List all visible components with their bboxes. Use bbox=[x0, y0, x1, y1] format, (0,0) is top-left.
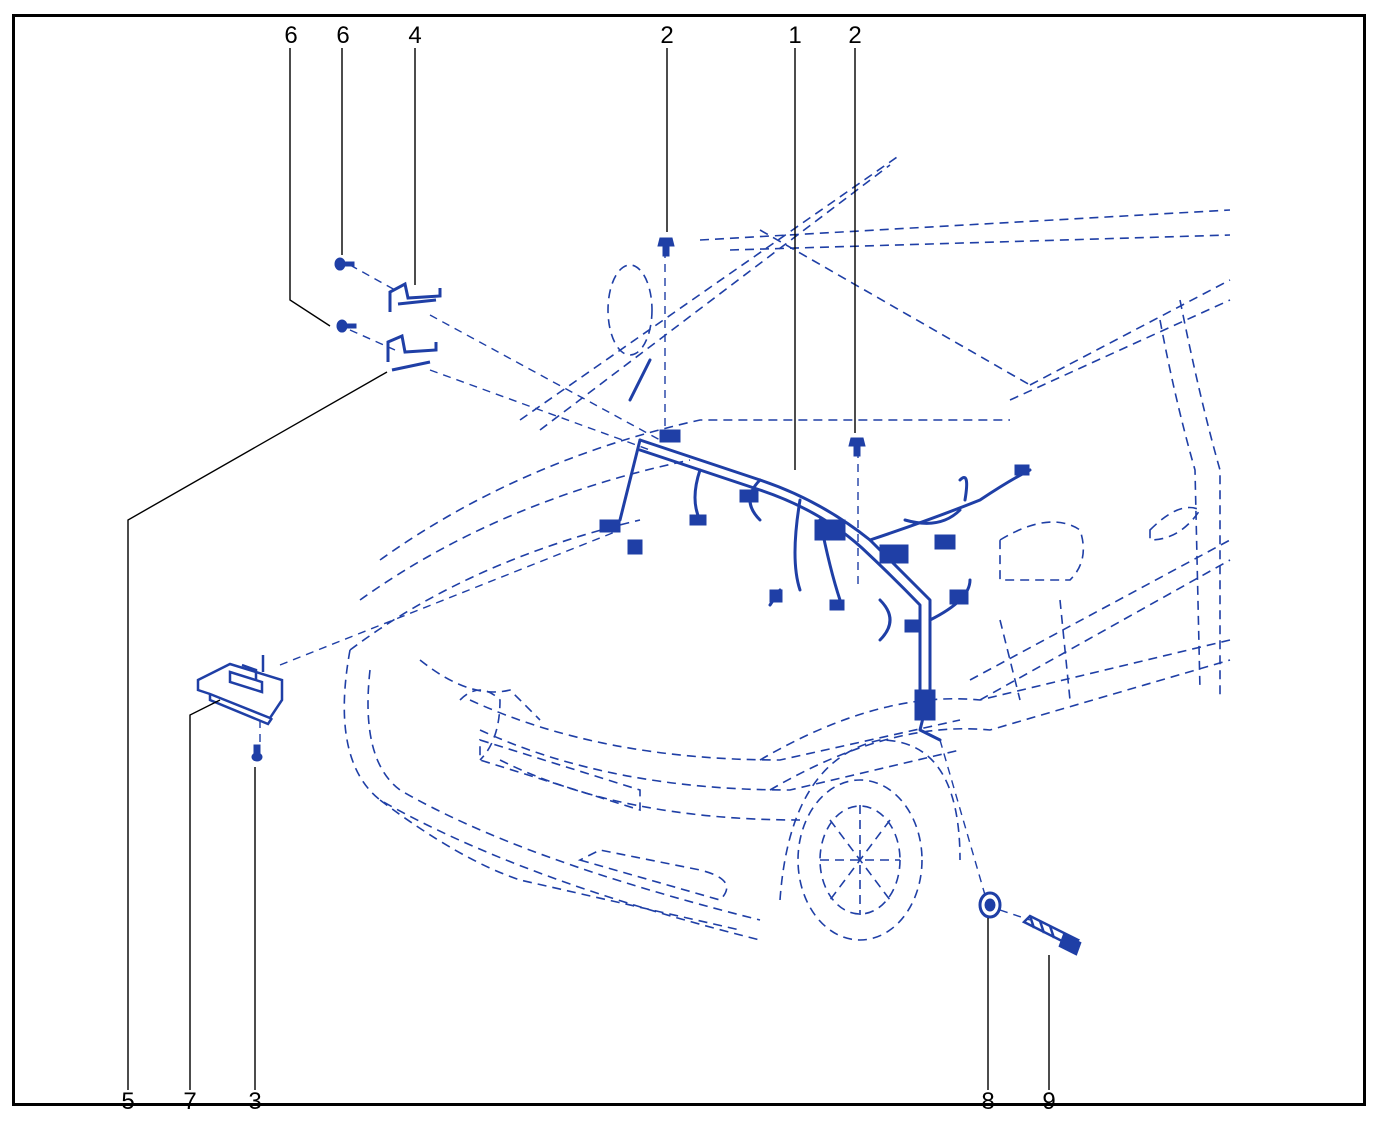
diagram-frame bbox=[12, 14, 1366, 1106]
grommet-icon bbox=[978, 891, 1002, 919]
callout-label: 9 bbox=[1042, 1088, 1056, 1115]
wiring-harness bbox=[618, 358, 1032, 742]
screw-icon bbox=[336, 319, 357, 333]
bracket-icon bbox=[388, 281, 442, 312]
callout-label: 5 bbox=[121, 1088, 135, 1115]
callout-label: 4 bbox=[408, 22, 422, 49]
callout-label: 3 bbox=[248, 1088, 262, 1115]
screw-icon bbox=[334, 257, 355, 271]
clip-icon bbox=[251, 744, 263, 762]
harness-connectors bbox=[599, 429, 1030, 721]
callout-label: 1 bbox=[788, 22, 802, 49]
callout-label: 2 bbox=[660, 22, 674, 49]
stud-icon bbox=[1021, 914, 1082, 956]
callout-label: 6 bbox=[336, 22, 350, 49]
bolt-icon bbox=[848, 437, 866, 457]
vehicle-outline bbox=[343, 154, 1231, 941]
callout-label: 2 bbox=[848, 22, 862, 49]
callout-leaders bbox=[127, 48, 1050, 1090]
bolt-icon bbox=[657, 237, 675, 257]
callout-label: 6 bbox=[284, 22, 298, 49]
callout-label: 8 bbox=[981, 1088, 995, 1115]
bracket-icon bbox=[386, 333, 438, 372]
module-bracket-icon bbox=[196, 655, 284, 726]
assembly-guide-lines bbox=[259, 250, 1031, 921]
callout-label: 7 bbox=[183, 1088, 197, 1115]
